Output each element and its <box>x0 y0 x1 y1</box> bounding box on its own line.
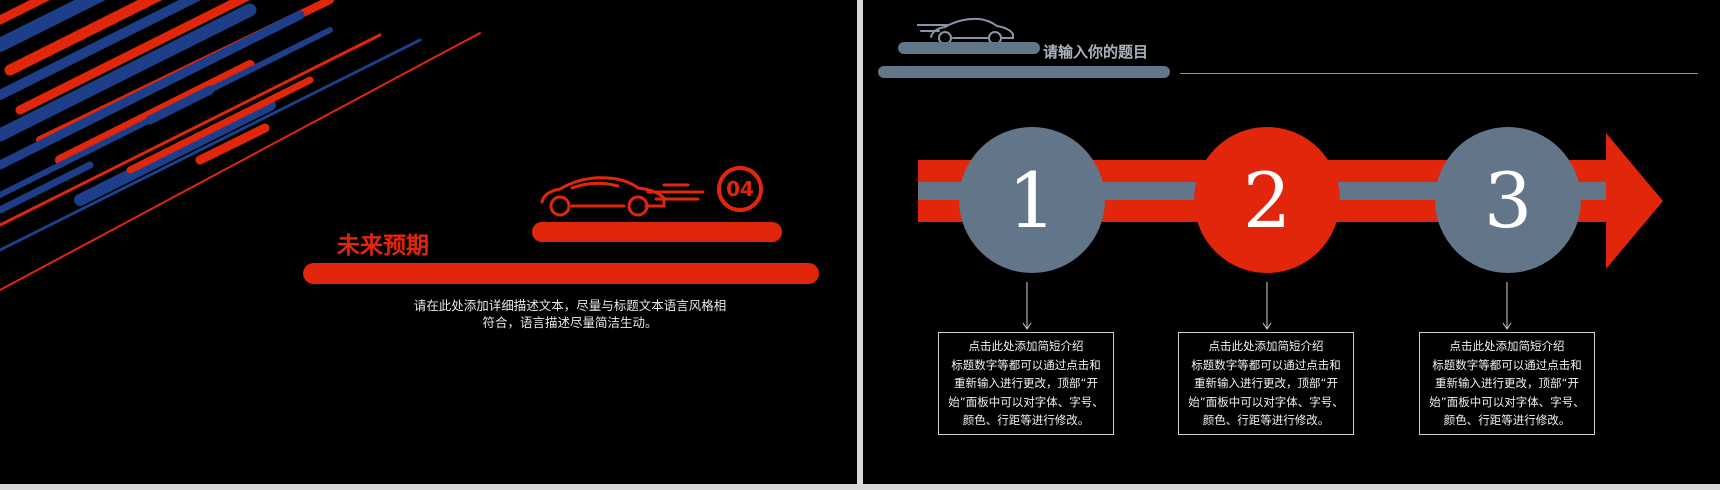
card-line: 颜色、行距等进行修改。 <box>962 413 1090 427</box>
step-circle-2: 2 <box>1194 127 1340 273</box>
step-card-3: 点击此处添加简短介绍 标题数字等都可以通过点击和 重新输入进行更改，顶部“开 始… <box>1419 332 1595 435</box>
slide-process-steps: 请输入你的题目 1 2 3 点击此处添加简短介绍 标题数字等都可以通过点击和 重… <box>863 0 1720 484</box>
card-line: 始”面板中可以对字体、字号、 <box>948 394 1104 409</box>
section-number-badge: 04 <box>717 166 763 212</box>
step-card-2: 点击此处添加简短介绍 标题数字等都可以通过点击和 重新输入进行更改，顶部“开 始… <box>1178 332 1354 435</box>
description-line: 符合，语言描述尽量简洁生动。 <box>482 315 658 330</box>
card-line: 重新输入进行更改，顶部“开 <box>1435 376 1579 390</box>
red-stripe-bottom <box>303 263 819 284</box>
car-icon <box>540 176 705 217</box>
slate-stripe-top <box>898 42 1040 54</box>
speed-lines-decoration <box>0 0 481 291</box>
card-line: 颜色、行距等进行修改。 <box>1443 413 1571 427</box>
card-title: 点击此处添加简短介绍 <box>968 339 1084 353</box>
card-line: 重新输入进行更改，顶部“开 <box>954 376 1098 390</box>
card-title: 点击此处添加简短介绍 <box>1449 339 1565 353</box>
step-connectors <box>1022 282 1512 330</box>
description-line: 请在此处添加详细描述文本，尽量与标题文本语言风格相 <box>413 298 727 313</box>
card-line: 标题数字等都可以通过点击和 <box>1432 357 1582 372</box>
card-line: 标题数字等都可以通过点击和 <box>1191 357 1341 372</box>
card-line: 颜色、行距等进行修改。 <box>1202 413 1330 427</box>
arrow-icon <box>1606 133 1663 269</box>
card-line: 重新输入进行更改，顶部“开 <box>1194 376 1338 390</box>
page-title: 请输入你的题目 <box>1043 43 1149 61</box>
step-circle-1: 1 <box>959 127 1105 273</box>
card-line: 始”面板中可以对字体、字号、 <box>1188 394 1344 409</box>
red-stripe-top <box>532 222 782 242</box>
card-line: 始”面板中可以对字体、字号、 <box>1429 394 1585 409</box>
step-card-1: 点击此处添加简短介绍 标题数字等都可以通过点击和 重新输入进行更改，顶部“开 始… <box>938 332 1114 435</box>
section-description: 请在此处添加详细描述文本，尽量与标题文本语言风格相 符合，语言描述尽量简洁生动。 <box>390 297 750 331</box>
card-line: 标题数字等都可以通过点击和 <box>951 357 1101 372</box>
title-divider <box>1180 73 1698 74</box>
slide-section-divider: 未来预期 04 请在此处添加详细描述文本，尽量与标题文本语言风格相 符合，语言描… <box>0 0 857 484</box>
step-circle-3: 3 <box>1435 127 1581 273</box>
section-title: 未来预期 <box>337 233 429 259</box>
slate-stripe-bottom <box>878 66 1170 78</box>
card-title: 点击此处添加简短介绍 <box>1208 339 1324 353</box>
